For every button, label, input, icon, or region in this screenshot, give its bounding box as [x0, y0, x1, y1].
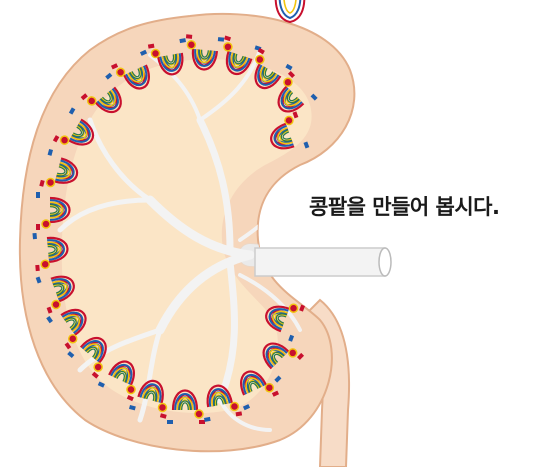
nephron-icon: [276, 0, 305, 22]
renal-artery: [255, 248, 391, 276]
caption-text: 콩팥을 만들어 봅시다.: [309, 191, 499, 221]
